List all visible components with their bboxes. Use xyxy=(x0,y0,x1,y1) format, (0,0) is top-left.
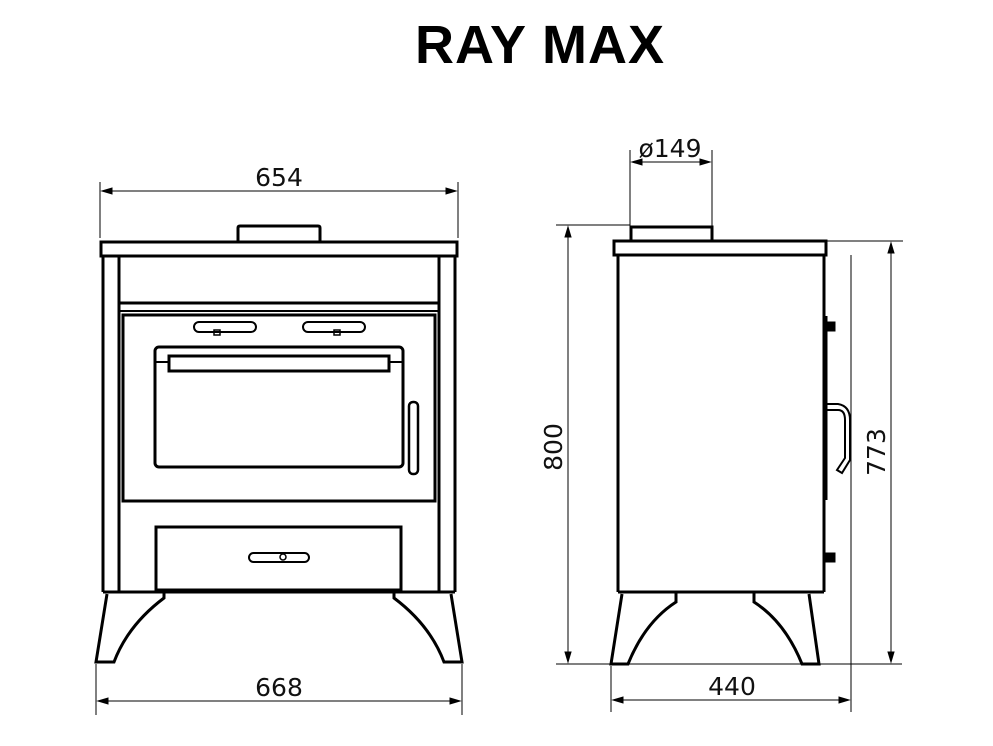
side-view xyxy=(556,150,903,712)
flue-diameter-label: ø149 xyxy=(638,134,701,163)
total-height-label: 800 xyxy=(539,423,568,471)
front-bottom-width-label: 668 xyxy=(255,673,303,702)
body-height-label: 773 xyxy=(862,428,891,476)
front-top-width-label: 654 xyxy=(255,163,303,192)
depth-label: 440 xyxy=(708,672,756,701)
product-title: RAY MAX xyxy=(414,15,666,75)
front-view xyxy=(94,182,464,715)
